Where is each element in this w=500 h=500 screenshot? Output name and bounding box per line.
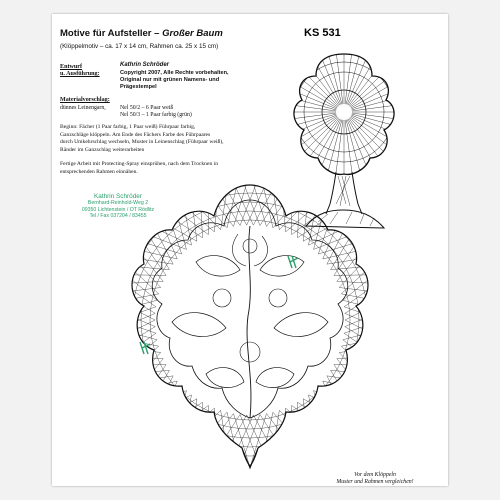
- design-label-line1: Entwurf: [60, 64, 83, 70]
- instruction-line: Ränder im Ganzschlag weiterarbeiten: [60, 146, 145, 153]
- title-italic: Großer Baum: [162, 28, 223, 39]
- copyright-line: Original nur mit grünen Namens- und: [120, 77, 220, 83]
- instruction-line: Fertige Arbeit mit Protecting-Spray eins…: [60, 161, 218, 167]
- design-label-line2: u. Ausführung:: [60, 71, 100, 77]
- materials-item-label: dünnes Leinengarn,: [60, 105, 106, 111]
- lace-hole: [239, 341, 261, 363]
- copyright-line: Prägestempel: [120, 84, 157, 90]
- lace-pricking-pattern: [131, 184, 369, 470]
- instruction-line: Ganzschläge klöppeln. Am Ende des Fächer…: [60, 131, 211, 138]
- stamp-line: Bernhard-Reinhold-Weg 2: [87, 200, 149, 207]
- lace-leaf-motif: [273, 312, 329, 337]
- footer-line: Muster und Rahmen vergleichen!: [336, 479, 414, 485]
- tree-crown-texture: [293, 54, 395, 175]
- author-name: Kathrin Schröder: [120, 62, 170, 68]
- tree-crown-rays: [293, 54, 395, 175]
- tree-preview: [293, 53, 395, 229]
- footer-line: Vor dem Klöppeln: [354, 472, 396, 478]
- page-title: Motive für Aufsteller – Großer Baum: [60, 28, 223, 39]
- materials-item: Nel 50/2 – 6 Paar weiß: [120, 105, 174, 111]
- green-marker: [139, 341, 151, 355]
- stamp-line: 09350 Lichtenstein / OT Rödlitz: [81, 206, 155, 213]
- lace-hole: [212, 288, 232, 308]
- lace-tip: [241, 447, 259, 470]
- lace-ground-threads: [132, 185, 368, 466]
- lace-hole: [242, 238, 258, 254]
- lace-leaf-motif: [259, 255, 305, 277]
- finishing-paragraph: Fertige Arbeit mit Protecting-Spray eins…: [60, 161, 290, 176]
- lace-leaf-motif: [255, 367, 295, 388]
- title-plain: Motive für Aufsteller –: [60, 28, 163, 39]
- materials-heading: Materialvorschlag:: [60, 97, 110, 103]
- lace-hole: [268, 288, 288, 308]
- lace-center-stem: [246, 225, 252, 419]
- instruction-line: Beginn: Fächer (1 Paar farbig, 1 Paar we…: [60, 124, 196, 130]
- materials-item: Nel 50/3 – 1 Paar farbig (grün): [120, 112, 192, 118]
- tree-trunk: [325, 171, 363, 215]
- dimensions-subtitle: (Klöppelmotiv – ca. 17 x 14 cm, Rahmen c…: [60, 43, 219, 50]
- stamp-name: Kathrin Schröder: [94, 193, 142, 200]
- address-stamp: Kathrin Schröder Bernhard-Reinhold-Weg 2…: [79, 193, 157, 219]
- green-marker: [287, 255, 299, 269]
- tree-ground: [304, 209, 386, 229]
- instruction-line: durch Umkehrschlag wechseln, Muster in L…: [60, 139, 224, 146]
- instructions-paragraph: Beginn: Fächer (1 Paar farbig, 1 Paar we…: [60, 124, 290, 154]
- footer-note: Vor dem Klöppeln Muster und Rahmen vergl…: [320, 472, 430, 486]
- lace-leaf-motif: [205, 367, 245, 388]
- start-markers: [139, 255, 299, 355]
- lace-outer-outline: [131, 184, 369, 467]
- lace-leaf-motif: [195, 255, 241, 277]
- pattern-sheet: [52, 14, 448, 486]
- stamp-line: Tel / Fax 037204 / 83455: [89, 212, 147, 219]
- pattern-code: KS 531: [304, 27, 341, 39]
- lace-leaf-motif: [171, 312, 227, 337]
- copyright-line: Copyright 2007, Alle Rechte vorbehalten,: [120, 70, 229, 76]
- instruction-line: entsprechenden Rahmen einnähen.: [60, 168, 138, 175]
